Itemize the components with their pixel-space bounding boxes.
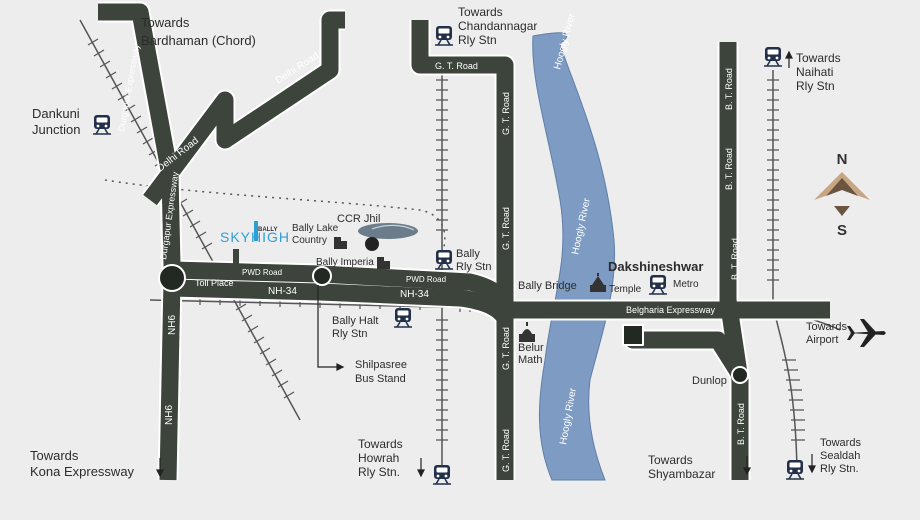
label-towards-shyambazar-1: Towards <box>648 453 693 467</box>
belur-math-icon <box>519 322 535 342</box>
compass: N S <box>814 151 870 239</box>
label-towards-kona-2: Kona Expressway <box>30 464 135 479</box>
train-icon-bally <box>434 249 454 270</box>
label-nh6-2: NH6 <box>164 405 175 425</box>
train-icon-bally-halt <box>393 307 413 328</box>
label-towards-shyambazar-2: Shyambazar <box>648 467 715 481</box>
compass-north: N <box>837 151 848 168</box>
label-towards-chandannagar-1: Towards <box>458 5 503 19</box>
label-bally-rly-2: Rly Stn <box>456 261 491 273</box>
arrow-down-icon-kona <box>156 458 164 478</box>
label-gt-road-3: G. T. Road <box>501 327 511 370</box>
label-gt-road-1: G. T. Road <box>501 92 511 135</box>
label-bt-road-4: B. T. Road <box>736 403 746 445</box>
dunlop-junction <box>731 366 749 384</box>
label-bally-halt-1: Bally Halt <box>332 315 378 327</box>
hoogly-river <box>532 32 616 481</box>
label-bt-road-1: B. T. Road <box>724 68 734 110</box>
label-bt-road-2: B. T. Road <box>724 148 734 190</box>
label-belur-math-1: Belur <box>518 342 544 354</box>
skyhigh-logo: BALLY SKYHIGH <box>220 221 290 267</box>
label-nh34-1: NH-34 <box>268 286 297 297</box>
logo-main-text: SKYHIGH <box>220 229 290 245</box>
label-towards-kona-1: Towards <box>30 448 79 463</box>
label-gt-road-top: G. T. Road <box>435 61 478 71</box>
direction-arrows <box>156 50 816 478</box>
label-towards-howrah-2: Howrah <box>358 451 399 465</box>
label-towards-howrah-3: Rly Stn. <box>358 465 400 479</box>
roads <box>98 1 830 481</box>
label-towards-sealdah-1: Towards <box>820 437 861 449</box>
nh6-road <box>159 279 181 481</box>
label-dankuni-1: Dankuni <box>32 106 80 121</box>
train-icon-naihati <box>763 46 783 67</box>
label-towards-airport-2: Airport <box>806 334 838 346</box>
label-gt-road-4: G. T. Road <box>501 429 511 472</box>
nh34-road <box>171 279 513 323</box>
train-icon-metro <box>648 274 668 295</box>
label-bally-lake-country-2: Country <box>292 235 327 246</box>
compass-south: S <box>837 222 847 239</box>
label-bt-road-3: B. T. Road <box>730 238 740 280</box>
label-ccr-jhil: CCR Jhil <box>337 213 380 225</box>
label-towards-bardhaman-1: Towards <box>141 15 190 30</box>
label-bally-imperia: Bally Imperia <box>316 257 374 268</box>
label-metro: Metro <box>673 279 699 290</box>
label-towards-bardhaman-2: Bardhaman (Chord) <box>141 33 256 48</box>
label-nh6-1: NH6 <box>167 315 178 335</box>
label-belur-math-2: Math <box>518 354 542 366</box>
label-nh34-2: NH-34 <box>400 289 429 300</box>
building-icon-imperia <box>377 257 390 269</box>
arrow-down-icon-sealdah <box>808 454 816 474</box>
label-towards-sealdah-3: Rly Stn. <box>820 463 859 475</box>
label-shilpasree-2: Bus Stand <box>355 373 406 385</box>
delhi-road-road <box>143 11 345 206</box>
label-dunlop: Dunlop <box>692 375 727 387</box>
label-toll-place: Toll Place <box>195 278 234 288</box>
train-icon-howrah <box>432 464 452 485</box>
rail-bardhaman-line <box>79 19 301 421</box>
label-bally-lake-country-1: Bally Lake <box>292 223 339 234</box>
label-bally-rly-1: Bally <box>456 248 480 260</box>
label-towards-naihati-3: Rly Stn <box>796 79 835 93</box>
label-bally-halt-2: Rly Stn <box>332 328 367 340</box>
logo-top-text: BALLY <box>258 227 277 233</box>
bally-imperia-junction <box>312 266 332 286</box>
train-icon-dankuni <box>92 114 112 135</box>
pwd-road-road <box>171 261 514 310</box>
arrow-down-icon-howrah <box>417 458 425 478</box>
bt-road-road <box>719 42 749 480</box>
label-towards-howrah-1: Towards <box>358 437 403 451</box>
airplane-icon <box>847 319 886 347</box>
lake-icon <box>358 223 418 251</box>
belgharia-junction <box>622 324 644 346</box>
gt-road-road <box>411 20 514 480</box>
label-towards-chandannagar-2: Chandannagar <box>458 19 537 33</box>
train-icon-sealdah <box>785 459 805 480</box>
building-icon-lake-country <box>334 237 347 249</box>
label-pwd-road-2: PWD Road <box>406 275 446 284</box>
label-towards-airport-1: Towards <box>806 321 847 333</box>
arrow-right-icon-shilpasree <box>317 285 345 371</box>
label-temple: Temple <box>609 284 642 295</box>
temple-icon <box>590 273 606 292</box>
label-towards-chandannagar-3: Rly Stn <box>458 33 497 47</box>
arrow-down-icon-shyambazar <box>743 456 751 476</box>
label-dankuni-2: Junction <box>32 122 80 137</box>
label-pwd-road-1: PWD Road <box>242 268 282 277</box>
label-dakshineshwar: Dakshineshwar <box>608 259 703 274</box>
label-shilpasree-1: Shilpasree <box>355 359 407 371</box>
train-icon-chandannagar <box>434 25 454 46</box>
label-gt-road-2: G. T. Road <box>501 207 511 250</box>
label-bally-bridge: Bally Bridge <box>518 280 577 292</box>
label-towards-naihati-2: Naihati <box>796 65 833 79</box>
nh6-junction <box>158 264 186 292</box>
label-towards-sealdah-2: Sealdah <box>820 450 860 462</box>
arrow-up-icon-naihati <box>785 50 793 68</box>
railway-ties <box>87 38 805 441</box>
label-durgapur-expressway-1: Durgapur Expressway <box>116 43 141 132</box>
label-towards-naihati-1: Towards <box>796 51 841 65</box>
label-belgharia-expressway: Belgharia Expressway <box>626 305 716 315</box>
